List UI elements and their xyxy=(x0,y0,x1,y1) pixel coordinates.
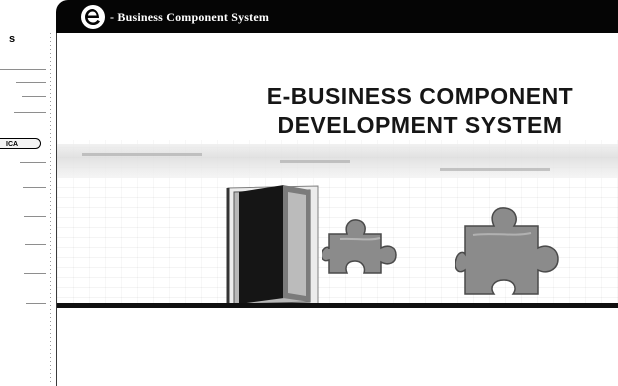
left-nav-button[interactable]: ICA xyxy=(0,138,41,149)
puzzle-piece-icon xyxy=(455,207,559,295)
e-logo-icon xyxy=(81,5,105,29)
banner-title: E-BUSINESS COMPONENT DEVELOPMENT SYSTEM xyxy=(225,82,615,140)
banner-title-line-2: DEVELOPMENT SYSTEM xyxy=(277,112,563,138)
left-nav-stub xyxy=(25,244,46,245)
left-panel-letter: s xyxy=(9,33,16,45)
left-nav-stub xyxy=(0,69,46,70)
banner-ground xyxy=(57,303,618,308)
left-nav-stub xyxy=(24,273,46,274)
door-icon xyxy=(226,185,319,307)
left-nav-stub xyxy=(20,162,46,163)
left-nav-stub xyxy=(23,187,46,188)
banner-strip xyxy=(280,160,350,163)
left-nav-panel: s ICA xyxy=(0,0,50,386)
main-content xyxy=(56,33,618,386)
left-nav-stub xyxy=(26,303,46,304)
banner-strip xyxy=(440,168,550,171)
header-title: - Business Component System xyxy=(110,10,270,24)
panel-divider xyxy=(50,33,51,383)
left-nav-stub xyxy=(22,96,46,97)
left-nav-stub xyxy=(24,216,46,217)
header-bar: - Business Component System xyxy=(56,0,618,33)
banner-strip xyxy=(82,153,202,156)
banner-title-line-1: E-BUSINESS COMPONENT xyxy=(266,83,574,109)
puzzle-piece-icon xyxy=(322,219,397,274)
left-nav-stub xyxy=(14,112,46,113)
left-nav-stub xyxy=(16,82,46,83)
